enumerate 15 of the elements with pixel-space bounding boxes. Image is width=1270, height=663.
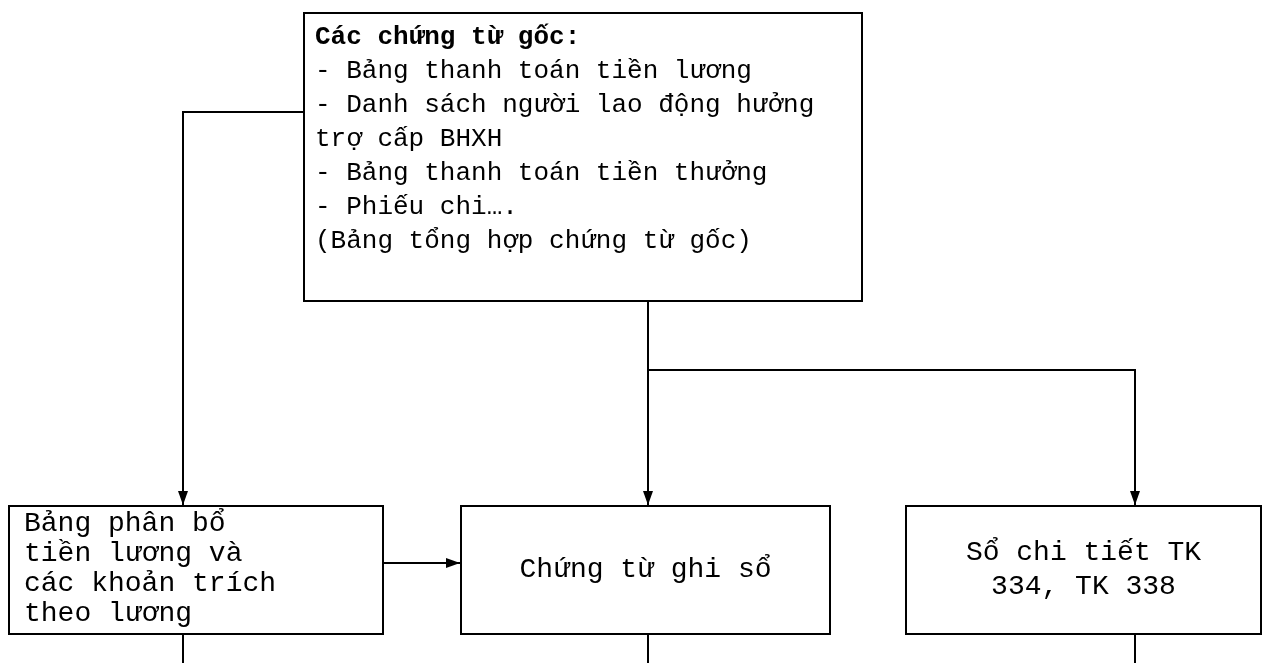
box-text: - Phiếu chi…. <box>315 191 519 224</box>
box-text: Sổ chi tiết TK 334, TK 338 <box>964 536 1203 604</box>
box-text: Chứng từ ghi sổ <box>519 553 772 587</box>
box-text: Bảng phân bổ tiền lương và các khoản trích theo lương <box>24 509 278 629</box>
box-text: - Danh sách người lao động hưởng trợ cấp BHXH <box>315 89 816 156</box>
box-text: - Bảng thanh toán tiền thưởng <box>315 157 769 190</box>
process-box <box>460 505 831 635</box>
box-text: (Bảng tổng hợp chứng từ gốc) <box>315 225 753 258</box>
arrow <box>178 111 304 506</box>
process-box <box>8 505 384 635</box>
process-box <box>905 505 1262 635</box>
process-box <box>303 12 863 302</box>
box-text: - Bảng thanh toán tiền lương <box>315 55 753 88</box>
arrow <box>383 558 461 568</box>
box-heading: Các chứng từ gốc: <box>315 21 582 54</box>
